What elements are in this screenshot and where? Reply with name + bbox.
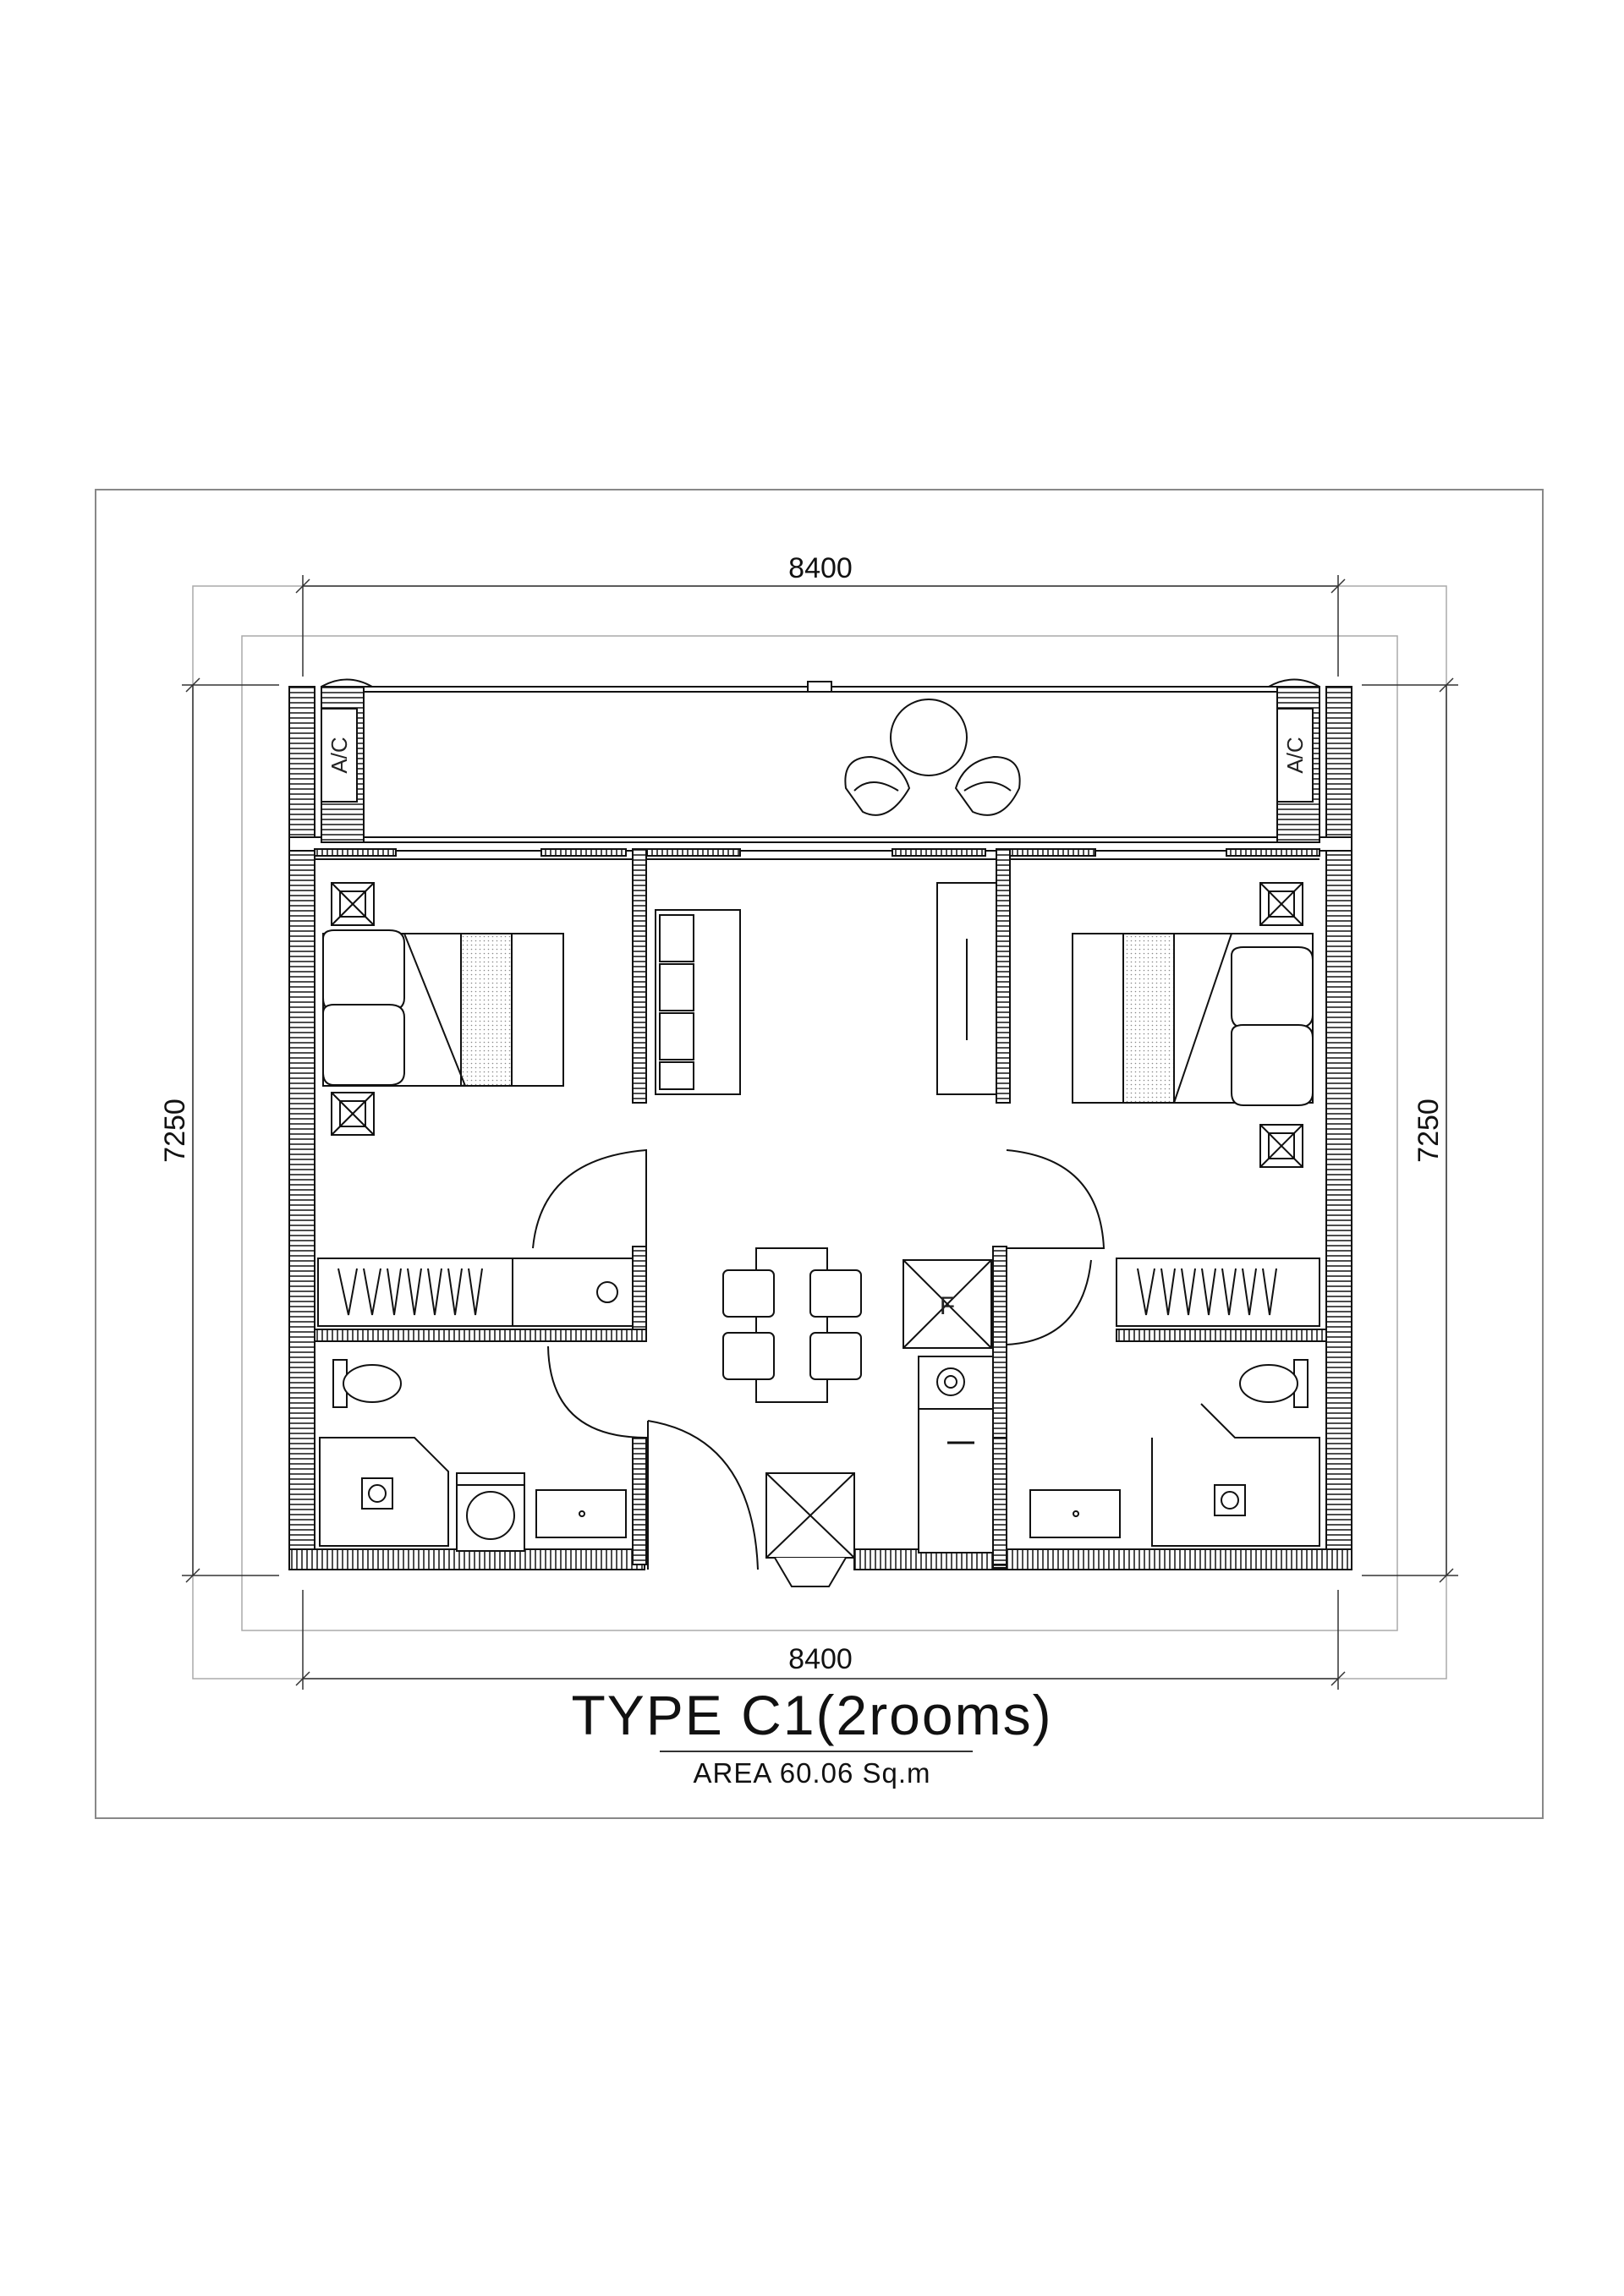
bedroom-right-bed (1072, 933, 1314, 1106)
bedroom-left-wardrobe (317, 1258, 513, 1327)
bath-left-shower (319, 1437, 449, 1547)
bath-left-washer (456, 1472, 525, 1552)
bath-left-door-swing (547, 1345, 647, 1438)
bath-right-toilet (1239, 1359, 1309, 1408)
bedroom-right-nightstand-top (1259, 882, 1303, 926)
ac-unit-left: A/C (321, 708, 358, 803)
bath-right-vanity (1029, 1489, 1121, 1538)
ac-label-left: A/C (326, 737, 352, 773)
dimension-top (295, 575, 1346, 677)
bedroom-left-nightstand-bottom (331, 1092, 375, 1136)
bath-right-shower (1151, 1403, 1320, 1547)
bedroom-left-nightstand-top (331, 882, 375, 926)
dimension-top-label: 8400 (788, 552, 853, 584)
balcony-table (890, 699, 968, 776)
main-entrance-door-swing (647, 1420, 759, 1570)
plan-area: AREA 60.06 Sq.m (693, 1757, 931, 1789)
bedroom-right-door-swing (1006, 1149, 1106, 1249)
exterior-walls (288, 686, 1352, 1570)
dimension-right-label: 7250 (1413, 1099, 1445, 1163)
bath-left-vanity (535, 1489, 627, 1538)
balcony (321, 678, 1320, 843)
bedroom-left-basin-counter (512, 1258, 634, 1327)
kitchen-counter (918, 1356, 994, 1553)
balcony-chair-right (954, 755, 1021, 816)
ac-label-right: A/C (1282, 737, 1308, 773)
bedroom-right-nightstand-bottom (1259, 1124, 1303, 1168)
bath-left-toilet (332, 1359, 402, 1408)
sliding-doors (314, 848, 1320, 860)
bedroom-right-door-swing-lower (1006, 1248, 1092, 1346)
dimension-bottom (295, 1590, 1346, 1690)
interior-walls (314, 848, 1327, 1569)
fridge-label: F (940, 1292, 955, 1320)
dimension-left-label: 7250 (159, 1099, 191, 1163)
dimension-boundary-inner (241, 635, 1398, 1631)
balcony-chair-left (844, 755, 911, 816)
bedroom-left-door-swing (532, 1148, 647, 1249)
ac-unit-right: A/C (1276, 708, 1314, 803)
dimension-left (182, 677, 279, 1583)
title-underline (660, 1751, 973, 1752)
dimension-right (1362, 677, 1458, 1583)
living-sofa (655, 909, 741, 1095)
bedroom-right-wardrobe (1116, 1258, 1320, 1327)
kitchen-fridge: F (903, 1259, 992, 1349)
dining-chairs (722, 1269, 862, 1380)
entry-shoe-cabinet (765, 1472, 855, 1587)
bedroom-left-bed (322, 929, 564, 1087)
plan-title: TYPE C1(2rooms) (571, 1684, 1053, 1746)
dimension-bottom-label: 8400 (788, 1643, 853, 1675)
sheet-frame (95, 489, 1544, 1819)
kitchen-tall-cabinet (936, 882, 997, 1095)
